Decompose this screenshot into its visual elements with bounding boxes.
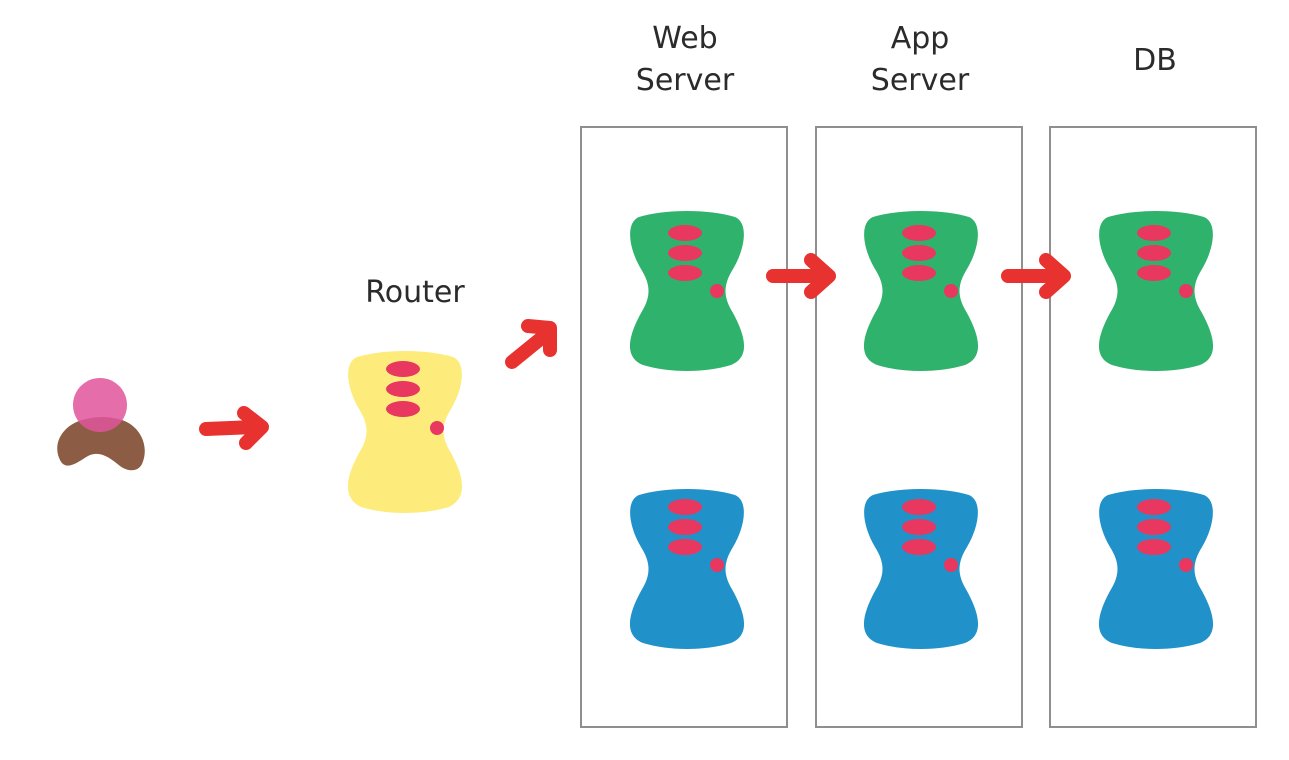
tier-label-app-server: App Server [855, 18, 985, 102]
tier-label-web-server: Web Server [620, 18, 750, 102]
tier-label-line: DB [1133, 43, 1177, 78]
arrow-up-right-icon [505, 319, 557, 369]
arrow-right-icon [199, 406, 269, 450]
router-label-text: Router [365, 275, 465, 310]
router-icon [347, 351, 463, 513]
user-icon [57, 378, 145, 471]
tier-label-line: Web [652, 21, 718, 56]
tier-label-line: Server [635, 63, 735, 98]
server-icon [1098, 489, 1214, 649]
arrow-right-icon [766, 253, 836, 299]
tier-box-app-server [815, 126, 1023, 728]
tier-label-db: DB [1090, 40, 1220, 82]
server-icon [629, 489, 745, 649]
server-icon [863, 211, 979, 371]
tier-box-db [1049, 126, 1257, 728]
tier-label-line: Server [870, 63, 970, 98]
server-icon [863, 489, 979, 649]
tier-box-web-server [580, 126, 788, 728]
server-icon [629, 211, 745, 371]
server-icon [1098, 211, 1214, 371]
arrow-right-icon [1001, 253, 1071, 299]
router-label: Router [340, 272, 490, 314]
tier-label-line: App [890, 21, 950, 56]
